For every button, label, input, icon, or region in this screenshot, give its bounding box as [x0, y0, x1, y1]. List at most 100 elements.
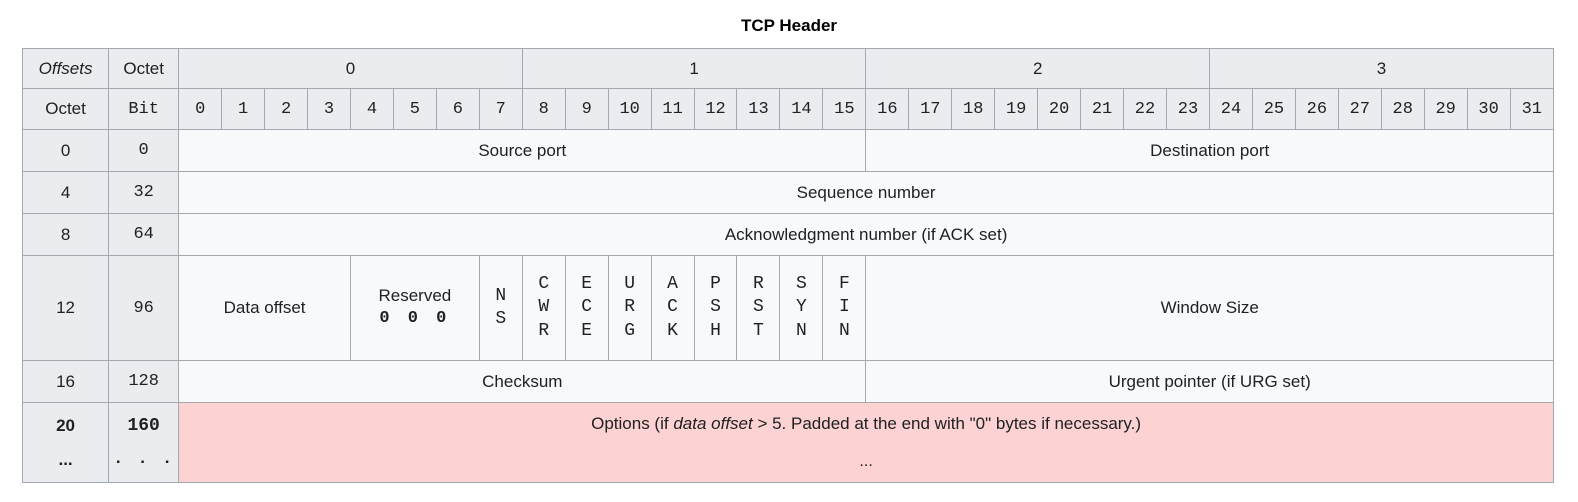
- flag-letter: S: [495, 309, 507, 329]
- flag-letter: E: [581, 320, 593, 341]
- tcp-header-table: Offsets Octet 0 1 2 3 Octet Bit 0 1 2 3 …: [21, 48, 1555, 483]
- row-octet-8: 8: [21, 213, 110, 256]
- bit-number-19: 19: [994, 88, 1039, 130]
- options-label: Options (if data offset > 5. Padded at t…: [591, 414, 1141, 434]
- row-bit-128: 128: [108, 360, 180, 403]
- field-acknowledgment-number: Acknowledgment number (if ACK set): [178, 213, 1554, 256]
- field-options: Options (if data offset > 5. Padded at t…: [178, 402, 1554, 483]
- bit-number-31: 31: [1509, 88, 1555, 130]
- octet-group-3: 3: [1208, 48, 1555, 89]
- offsets-label: Offsets: [21, 48, 110, 89]
- row-bit-160-continuation: . . .: [113, 450, 175, 469]
- row-octet-12: 12: [21, 255, 110, 361]
- octet-group-2: 2: [865, 48, 1210, 89]
- bit-number-27: 27: [1337, 88, 1382, 130]
- flag-letter: I: [838, 297, 850, 318]
- row-octet-20-value: 20: [56, 415, 76, 435]
- bit-number-30: 30: [1466, 88, 1511, 130]
- row-octet-16: 16: [21, 360, 110, 403]
- row-bit-96: 96: [108, 255, 180, 361]
- row-octet-20: 20 ...: [21, 402, 110, 483]
- row-octet-20-continuation: ...: [58, 449, 73, 469]
- bit-number-18: 18: [951, 88, 996, 130]
- bit-number-2: 2: [264, 88, 309, 130]
- flag-letter: P: [710, 274, 721, 295]
- octet-left-label: Octet: [21, 88, 110, 130]
- octet-group-header-row: Offsets Octet 0 1 2 3: [21, 48, 1555, 89]
- row-bit-64: 64: [108, 213, 180, 256]
- field-urgent-pointer: Urgent pointer (if URG set): [865, 360, 1554, 403]
- bit-number-29: 29: [1423, 88, 1468, 130]
- field-data-offset: Data offset: [178, 255, 351, 361]
- flag-letter: E: [581, 274, 593, 295]
- options-label-italic: data offset: [673, 413, 753, 433]
- bit-number-24: 24: [1208, 88, 1253, 130]
- table-row: 8 64 Acknowledgment number (if ACK set): [21, 213, 1554, 256]
- page-title: TCP Header: [740, 16, 838, 35]
- flag-letter: R: [624, 297, 636, 318]
- row-bit-0: 0: [108, 129, 180, 172]
- row-bit-32: 32: [108, 171, 180, 214]
- flag-letter: F: [838, 274, 850, 295]
- field-checksum: Checksum: [178, 360, 867, 403]
- flag-letter: C: [667, 297, 678, 318]
- flag-letter: S: [710, 297, 721, 318]
- options-label-post: > 5. Padded at the end with "0" bytes if…: [752, 413, 1142, 433]
- bit-number-0: 0: [178, 88, 223, 130]
- flag-letter: N: [495, 285, 507, 306]
- flag-letter: A: [667, 274, 678, 295]
- bit-number-14: 14: [779, 88, 824, 130]
- bit-number-10: 10: [607, 88, 652, 130]
- bit-number-1: 1: [221, 88, 266, 130]
- field-window-size: Window Size: [865, 255, 1554, 361]
- reserved-label: Reserved: [378, 286, 452, 306]
- octet-group-0: 0: [178, 48, 523, 89]
- bit-number-4: 4: [349, 88, 394, 130]
- bit-number-13: 13: [736, 88, 781, 130]
- flag-letter: U: [624, 274, 636, 295]
- field-reserved: Reserved 0 0 0: [349, 255, 480, 361]
- bit-number-28: 28: [1380, 88, 1425, 130]
- row-octet-0: 0: [21, 129, 110, 172]
- bit-number-26: 26: [1294, 88, 1339, 130]
- bit-number-5: 5: [392, 88, 437, 130]
- flag-letter: K: [667, 320, 678, 341]
- bit-number-25: 25: [1251, 88, 1296, 130]
- bit-number-header-row: Octet Bit 0 1 2 3 4 5 6 7 8 9 10 11 12 1…: [21, 88, 1555, 130]
- row-octet-4: 4: [21, 171, 110, 214]
- flag-letter: W: [538, 297, 550, 318]
- bit-number-11: 11: [650, 88, 695, 130]
- flag-letter: G: [624, 320, 636, 341]
- reserved-zeros: 0 0 0: [379, 309, 451, 328]
- octet-top-label: Octet: [108, 48, 180, 89]
- flag-letter: C: [538, 274, 550, 295]
- bit-number-23: 23: [1165, 88, 1210, 130]
- table-row: 4 32 Sequence number: [21, 171, 1554, 214]
- bit-number-22: 22: [1123, 88, 1167, 130]
- flag-letter: R: [753, 274, 764, 295]
- flag-letter: N: [795, 320, 807, 341]
- flag-letter: S: [795, 274, 807, 295]
- bit-number-16: 16: [865, 88, 910, 130]
- flag-letter: R: [538, 320, 550, 341]
- bit-number-21: 21: [1080, 88, 1125, 130]
